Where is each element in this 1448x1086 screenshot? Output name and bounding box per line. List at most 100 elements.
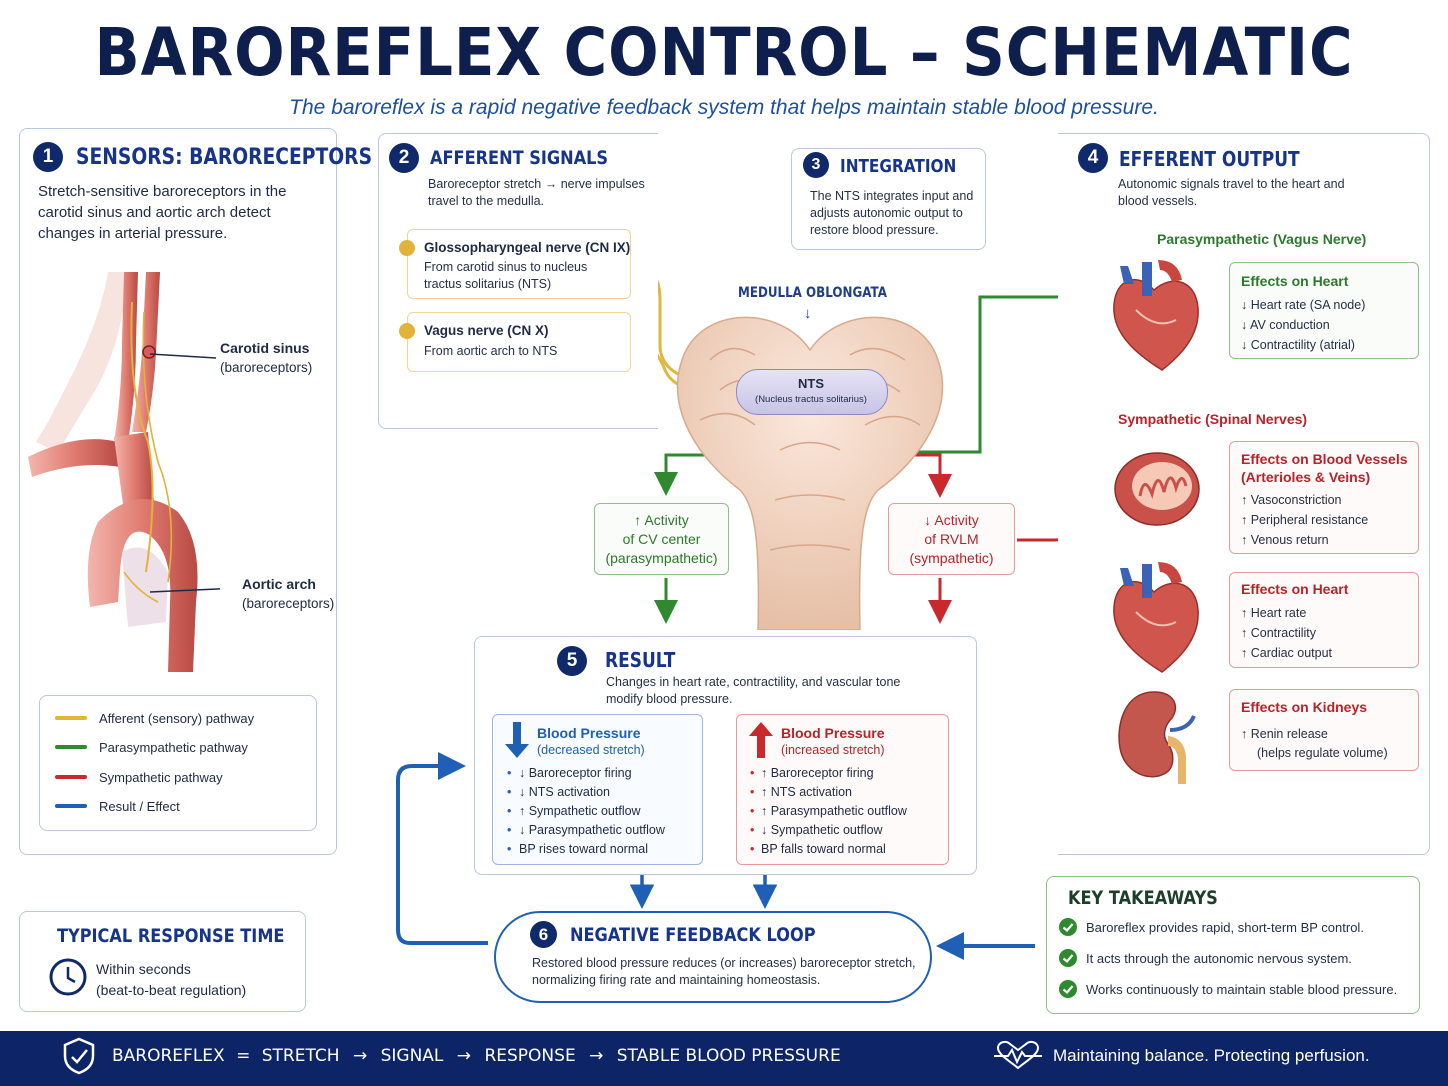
afferent-text: Baroreceptor stretch → nerve impulses tr… xyxy=(428,177,645,208)
kidney-effects-card xyxy=(1229,689,1419,771)
low-bp-bullets: ••••• xyxy=(507,766,512,856)
vagus-card xyxy=(407,312,631,372)
clock-icon xyxy=(49,958,87,996)
efferent-title: EFFERENT OUTPUT xyxy=(1119,147,1300,171)
legend-label-afferent: Afferent (sensory) pathway xyxy=(99,711,255,726)
low-bp-item: ↑ Sympathetic outflow xyxy=(519,804,641,818)
nts-label: NTS xyxy=(798,376,824,391)
footer-arrow: → xyxy=(456,1046,472,1066)
high-bp-item: ↑ Parasympathetic outflow xyxy=(761,804,907,818)
afferent-title: AFFERENT SIGNALS xyxy=(430,147,609,169)
takeaway-item: Works continuously to maintain stable bl… xyxy=(1086,982,1398,997)
footer-tagline: Maintaining balance. Protecting perfusio… xyxy=(1053,1046,1370,1065)
feedback-title: NEGATIVE FEEDBACK LOOP xyxy=(570,924,816,946)
symp-heart-item: ↑ Cardiac output xyxy=(1241,646,1333,660)
step-number-4: 4 xyxy=(1078,143,1108,173)
page-title: BAROREFLEX CONTROL – SCHEMATIC xyxy=(94,14,1354,91)
high-bp-item: BP falls toward normal xyxy=(761,842,886,856)
low-bp-item: BP rises toward normal xyxy=(519,842,648,856)
afferent-dot-icon xyxy=(399,240,415,256)
para-heart-item: ↓ Heart rate (SA node) xyxy=(1241,298,1366,312)
high-bp-card xyxy=(736,714,949,865)
blood-vessel-icon xyxy=(1114,452,1200,526)
legend-swatch-result xyxy=(55,804,87,808)
rvlm-text: ↓ Activity of RVLM (sympathetic) xyxy=(888,511,1015,568)
para-heart-item: ↓ Contractility (atrial) xyxy=(1241,338,1355,352)
vessel-effect-item: ↑ Venous return xyxy=(1241,533,1329,547)
vessel-effects-subtitle: (Arterioles & Veins) xyxy=(1241,469,1371,485)
vessel-effect-item: ↑ Peripheral resistance xyxy=(1241,513,1369,527)
symp-heart-effects-card xyxy=(1229,572,1419,668)
arrow-up-icon xyxy=(749,722,773,758)
cv-center-line3: (parasympathetic) xyxy=(605,550,718,566)
response-time-line1: Within seconds xyxy=(96,961,191,977)
response-time-line2: (beat-to-beat regulation) xyxy=(96,982,247,998)
vessel-effects-title: Effects on Blood Vessels xyxy=(1241,451,1408,467)
kidney-effects-title: Effects on Kidneys xyxy=(1241,699,1368,715)
kidney-effect-item: ↑ Renin release xyxy=(1241,727,1328,741)
para-heart-title: Effects on Heart xyxy=(1241,273,1349,289)
aortic-arch-label: Aortic arch xyxy=(242,576,316,592)
legend-swatch-parasympathetic xyxy=(55,745,87,749)
footer-arrow: → xyxy=(352,1046,368,1066)
footer-baroreflex: BAROREFLEX xyxy=(112,1046,225,1066)
sensors-title: SENSORS: BARORECEPTORS xyxy=(76,145,373,170)
symp-heart-item: ↑ Contractility xyxy=(1241,626,1317,640)
glossopharyngeal-card xyxy=(407,229,631,299)
footer-equals: = xyxy=(236,1046,251,1066)
kidney-effect-item: (helps regulate volume) xyxy=(1257,746,1388,760)
rvlm-line3: (sympathetic) xyxy=(909,550,994,566)
footer-signal: SIGNAL xyxy=(380,1046,444,1066)
symp-heart-item: ↑ Heart rate xyxy=(1241,606,1307,620)
high-bp-sub: (increased stretch) xyxy=(781,743,885,757)
vessel-effect-item: ↑ Vasoconstriction xyxy=(1241,493,1342,507)
heart-icon xyxy=(1113,260,1199,371)
footer-stable-bp: STABLE BLOOD PRESSURE xyxy=(616,1046,841,1066)
result-title: RESULT xyxy=(605,648,676,672)
nts-node xyxy=(736,369,888,415)
page-subtitle: The baroreflex is a rapid negative feedb… xyxy=(289,96,1159,119)
glossopharyngeal-name: Glossopharyngeal nerve (CN IX) xyxy=(424,240,631,255)
heart-icon xyxy=(1113,562,1199,673)
sympathetic-label: Sympathetic (Spinal Nerves) xyxy=(1118,411,1308,427)
takeaway-item: Baroreflex provides rapid, short-term BP… xyxy=(1086,920,1364,935)
efferent-text: Autonomic signals travel to the heart an… xyxy=(1118,177,1345,208)
afferent-dot-icon xyxy=(399,323,415,339)
vessel-effects-card xyxy=(1229,441,1419,554)
heartbeat-icon xyxy=(994,1040,1042,1070)
takeaway-item: It acts through the autonomic nervous sy… xyxy=(1086,951,1352,966)
carotid-sinus-sub: (baroreceptors) xyxy=(220,360,313,375)
aortic-arch-sub: (baroreceptors) xyxy=(242,596,335,611)
check-icon xyxy=(1059,918,1077,936)
step-number-6: 6 xyxy=(530,921,557,948)
parasympathetic-label: Parasympathetic (Vagus Nerve) xyxy=(1157,231,1367,247)
response-time-title: TYPICAL RESPONSE TIME xyxy=(57,925,285,947)
low-bp-item: ↓ NTS activation xyxy=(519,785,611,799)
sensors-text: Stretch-sensitive baroreceptors in the c… xyxy=(38,183,287,242)
nts-full-label: (Nucleus tractus solitarius) xyxy=(755,394,867,405)
step-number-1: 1 xyxy=(33,142,63,172)
high-bp-list: ↑ Baroreceptor firing ↑ NTS activation ↑… xyxy=(761,764,907,859)
artery-illustration xyxy=(28,272,198,672)
check-icon xyxy=(1059,949,1077,967)
footer-response: RESPONSE xyxy=(484,1046,576,1066)
vagus-name: Vagus nerve (CN X) xyxy=(424,323,549,338)
arrow-down-icon xyxy=(505,722,529,758)
feedback-loop-panel xyxy=(494,911,932,1003)
high-bp-item: ↑ NTS activation xyxy=(761,785,853,799)
legend-label-result: Result / Effect xyxy=(99,799,180,814)
high-bp-item: ↑ Baroreceptor firing xyxy=(761,766,874,780)
cv-center-arrow: ↑ xyxy=(634,512,642,528)
medulla-label: MEDULLA OBLONGATA xyxy=(738,285,887,301)
rvlm-line2: of RVLM xyxy=(924,531,979,547)
high-bp-bullets: ••••• xyxy=(750,766,755,856)
cv-center-box xyxy=(594,503,729,575)
para-heart-effects-card xyxy=(1229,262,1419,359)
footer-arrow: → xyxy=(589,1046,604,1066)
integration-text: The NTS integrates input and adjusts aut… xyxy=(810,189,974,237)
takeaways-panel xyxy=(1046,876,1420,1014)
medulla-pointer-icon: ↓ xyxy=(804,305,812,322)
footer-stretch: STRETCH xyxy=(261,1046,340,1066)
footer-formula: BAROREFLEX = STRETCH → SIGNAL → RESPONSE… xyxy=(112,1046,841,1066)
rvlm-box xyxy=(888,503,1015,575)
